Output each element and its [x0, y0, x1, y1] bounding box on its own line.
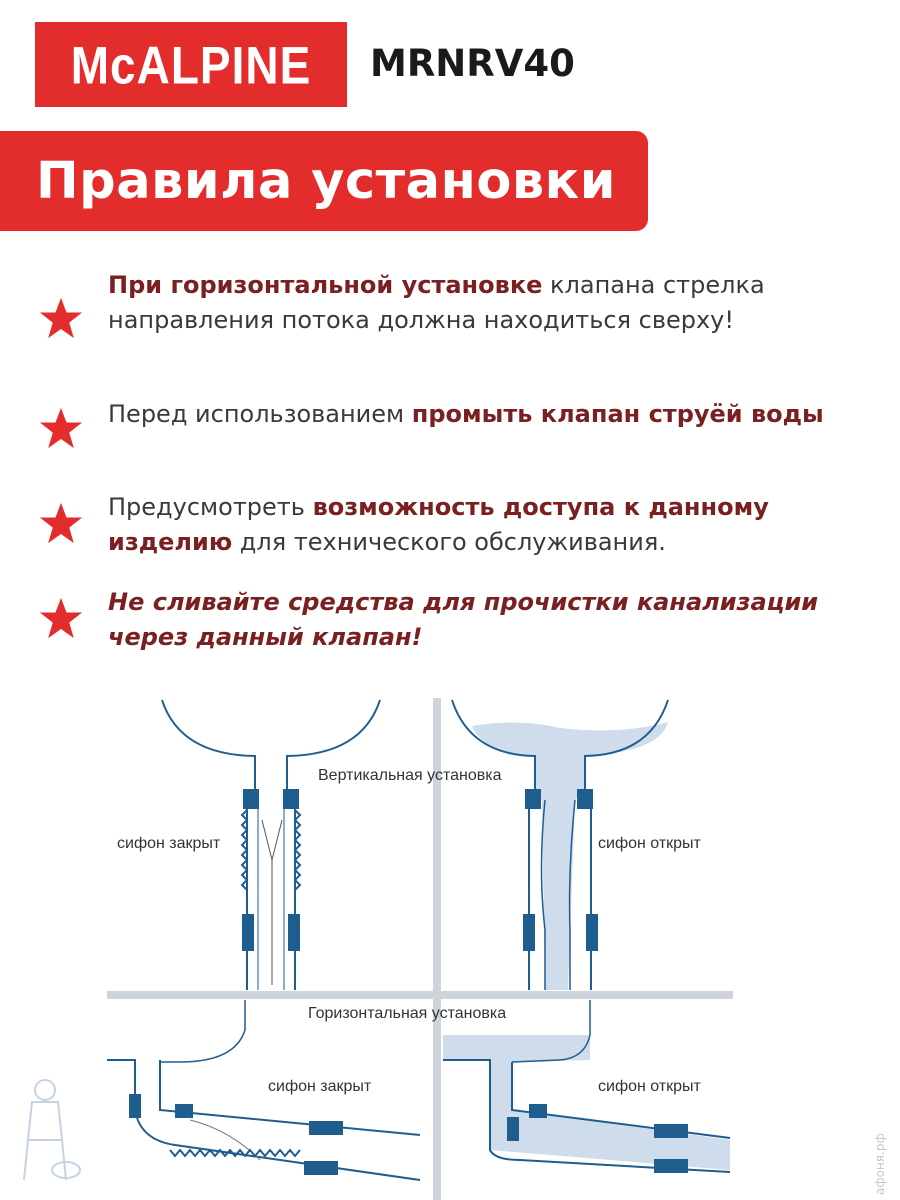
- rule-4-part-1: Не сливайте средства для прочистки канал…: [108, 588, 819, 651]
- horizontal-open-illustration: [443, 1000, 731, 1173]
- rule-1-part-1: При горизонтальной установке: [108, 271, 543, 299]
- rule-3-part-2: возможность доступа к данному изделию: [108, 493, 769, 556]
- horizontal-divider: [107, 991, 733, 999]
- v-closed-label: сифон закрыт: [117, 835, 221, 852]
- star-icon: [39, 502, 83, 544]
- rule-2-part-1: Перед использованием: [108, 400, 412, 428]
- vertical-open-illustration: [451, 699, 669, 990]
- brand-suffix: ALPINE: [136, 34, 312, 95]
- vertical-closed-illustration: [161, 699, 381, 990]
- brand-logo-text: McALPINE: [71, 33, 312, 95]
- vertical-title: Вертикальная установка: [318, 767, 502, 784]
- star-icon: [39, 597, 83, 639]
- plumber-mascot-icon: [23, 1079, 81, 1181]
- model-number: MRNRV40: [370, 42, 575, 85]
- rule-item-4: Не сливайте средства для прочистки канал…: [108, 585, 878, 655]
- section-banner: Правила установки: [0, 131, 648, 231]
- horizontal-closed-illustration: [107, 1000, 421, 1181]
- rule-item-2: Перед использованием промыть клапан стру…: [108, 397, 878, 432]
- rule-3-part-1: Предусмотреть: [108, 493, 313, 521]
- rule-1-text: При горизонтальной установке клапана стр…: [108, 268, 878, 338]
- watermark: афоня.рф: [873, 1133, 887, 1195]
- rule-item-3: Предусмотреть возможность доступа к данн…: [108, 490, 878, 560]
- star-icon: [39, 297, 83, 339]
- horizontal-title: Горизонтальная установка: [308, 1005, 506, 1022]
- v-open-label: сифон открыт: [598, 835, 702, 852]
- rule-1-part-2: клапана стрелка направления потока должн…: [108, 271, 765, 334]
- brand-prefix: Mc: [70, 34, 137, 95]
- page-title: Правила установки: [36, 151, 616, 211]
- rule-2-part-2: промыть клапан струёй воды: [411, 400, 824, 428]
- h-open-label: сифон открыт: [598, 1078, 702, 1095]
- brand-logo: McALPINE: [35, 22, 347, 107]
- star-icon: [39, 407, 83, 449]
- h-closed-label: сифон закрыт: [268, 1078, 372, 1095]
- installation-diagram: сифон закрыт Вертикальная установка сифо…: [23, 698, 733, 1200]
- rule-3-part-3: для технического обслуживания.: [232, 528, 666, 556]
- vertical-divider: [433, 698, 441, 1200]
